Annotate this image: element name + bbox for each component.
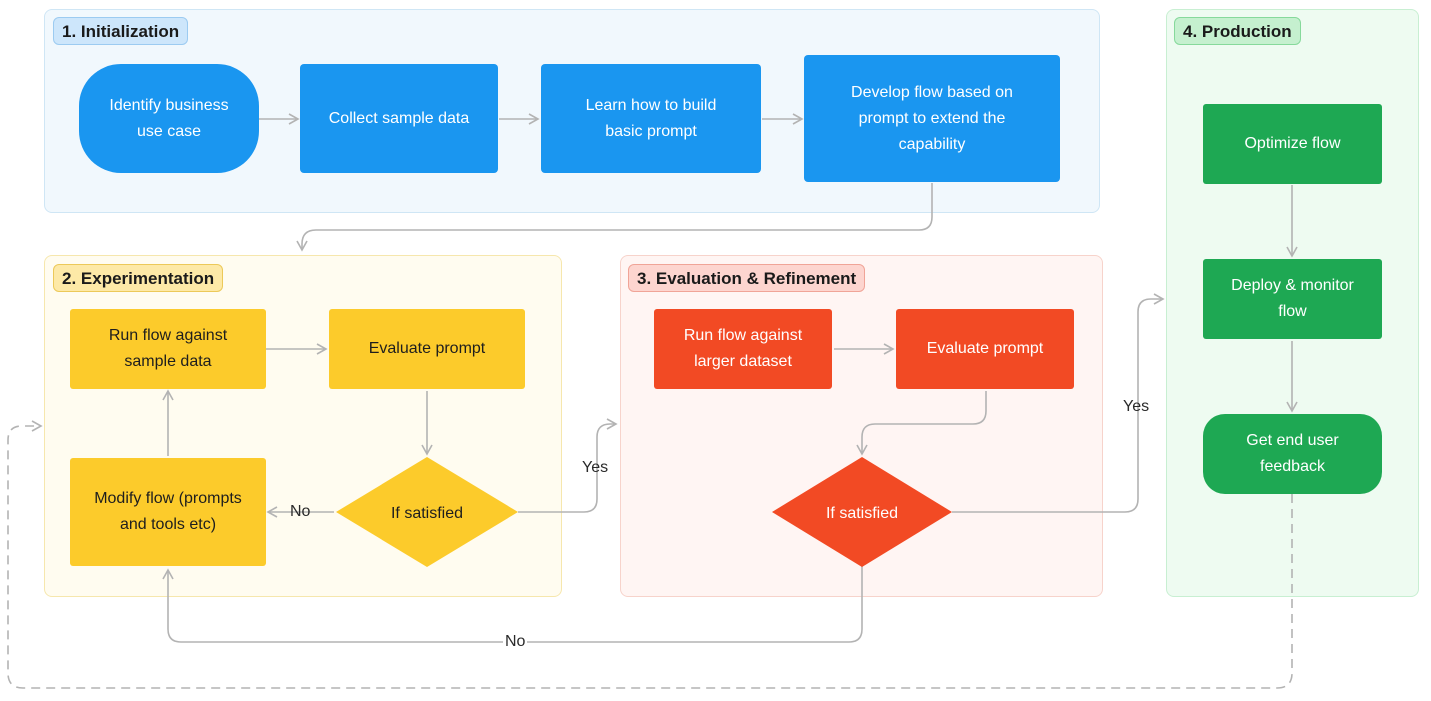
end-user-feedback-node: Get end user feedback — [1203, 414, 1382, 494]
run-flow-larger-node: Run flow against larger dataset — [654, 309, 832, 389]
exp-run-line-1: Run flow against — [108, 327, 228, 344]
modify-flow-node: Modify flow (prompts and tools etc) — [70, 458, 266, 566]
deploy-monitor-node: Deploy & monitor flow — [1203, 259, 1382, 339]
identify-use-case-node: Identify business use case — [79, 64, 259, 173]
arrow-feedback-loop — [7, 420, 1293, 689]
experimentation-decision-label: If satisfied — [391, 505, 463, 522]
learn-basic-prompt-node: Learn how to build basic prompt — [541, 64, 761, 173]
exp-yes-label: Yes — [582, 459, 609, 476]
learn-line-1: Learn how to build — [585, 96, 717, 114]
identify-line-1: Identify business — [109, 96, 229, 114]
arrow-evaluate-to-decision-2 — [856, 391, 987, 456]
arrow-decision-yes-to-evaluation — [518, 418, 618, 513]
collect-label: Collect sample data — [328, 109, 470, 127]
feedback-line-1: Get end user — [1246, 432, 1339, 449]
evaluate-prompt-node: Evaluate prompt — [329, 309, 525, 389]
evaluation-title: 3. Evaluation & Refinement — [628, 264, 866, 292]
eval-run-line-1: Run flow against — [683, 327, 803, 344]
optimize-label: Optimize flow — [1244, 135, 1341, 152]
experimentation-title: 2. Experimentation — [53, 264, 224, 292]
exp-evaluate-label: Evaluate prompt — [368, 340, 486, 357]
evaluation-decision-diamond — [772, 457, 952, 567]
initialization-title: 1. Initialization — [53, 17, 189, 45]
eval-no-label: No — [503, 633, 528, 651]
identify-line-2: use case — [136, 122, 202, 140]
exp-run-line-2: sample data — [124, 353, 212, 370]
feedback-line-2: feedback — [1260, 458, 1325, 475]
eval-evaluate-label: Evaluate prompt — [926, 340, 1044, 357]
production-title: 4. Production — [1174, 17, 1301, 45]
deploy-line-1: Deploy & monitor — [1231, 277, 1354, 294]
arrow-develop-to-experimentation — [296, 183, 933, 252]
modify-line-1: Modify flow (prompts — [94, 490, 242, 507]
exp-no-label: No — [290, 503, 311, 520]
eval-yes-label: Yes — [1123, 398, 1150, 415]
arrow-decision2-yes-to-production — [952, 293, 1165, 513]
learn-line-2: basic prompt — [605, 122, 697, 140]
collect-sample-data-node: Collect sample data — [300, 64, 498, 173]
deploy-line-2: flow — [1278, 303, 1307, 320]
evaluation-decision-label: If satisfied — [826, 505, 898, 522]
develop-line-1: Develop flow based on — [851, 83, 1013, 101]
optimize-flow-node: Optimize flow — [1203, 104, 1382, 184]
experimentation-decision-diamond — [336, 457, 518, 567]
eval-run-line-2: larger dataset — [694, 353, 792, 370]
arrow-decision2-no-to-modify — [162, 566, 863, 643]
modify-line-2: and tools etc) — [119, 516, 217, 533]
develop-line-2: prompt to extend the — [858, 109, 1006, 127]
develop-line-3: capability — [898, 135, 966, 153]
evaluate-prompt-refine-node: Evaluate prompt — [896, 309, 1074, 389]
develop-flow-node: Develop flow based on prompt to extend t… — [804, 55, 1060, 182]
run-flow-sample-node: Run flow against sample data — [70, 309, 266, 389]
